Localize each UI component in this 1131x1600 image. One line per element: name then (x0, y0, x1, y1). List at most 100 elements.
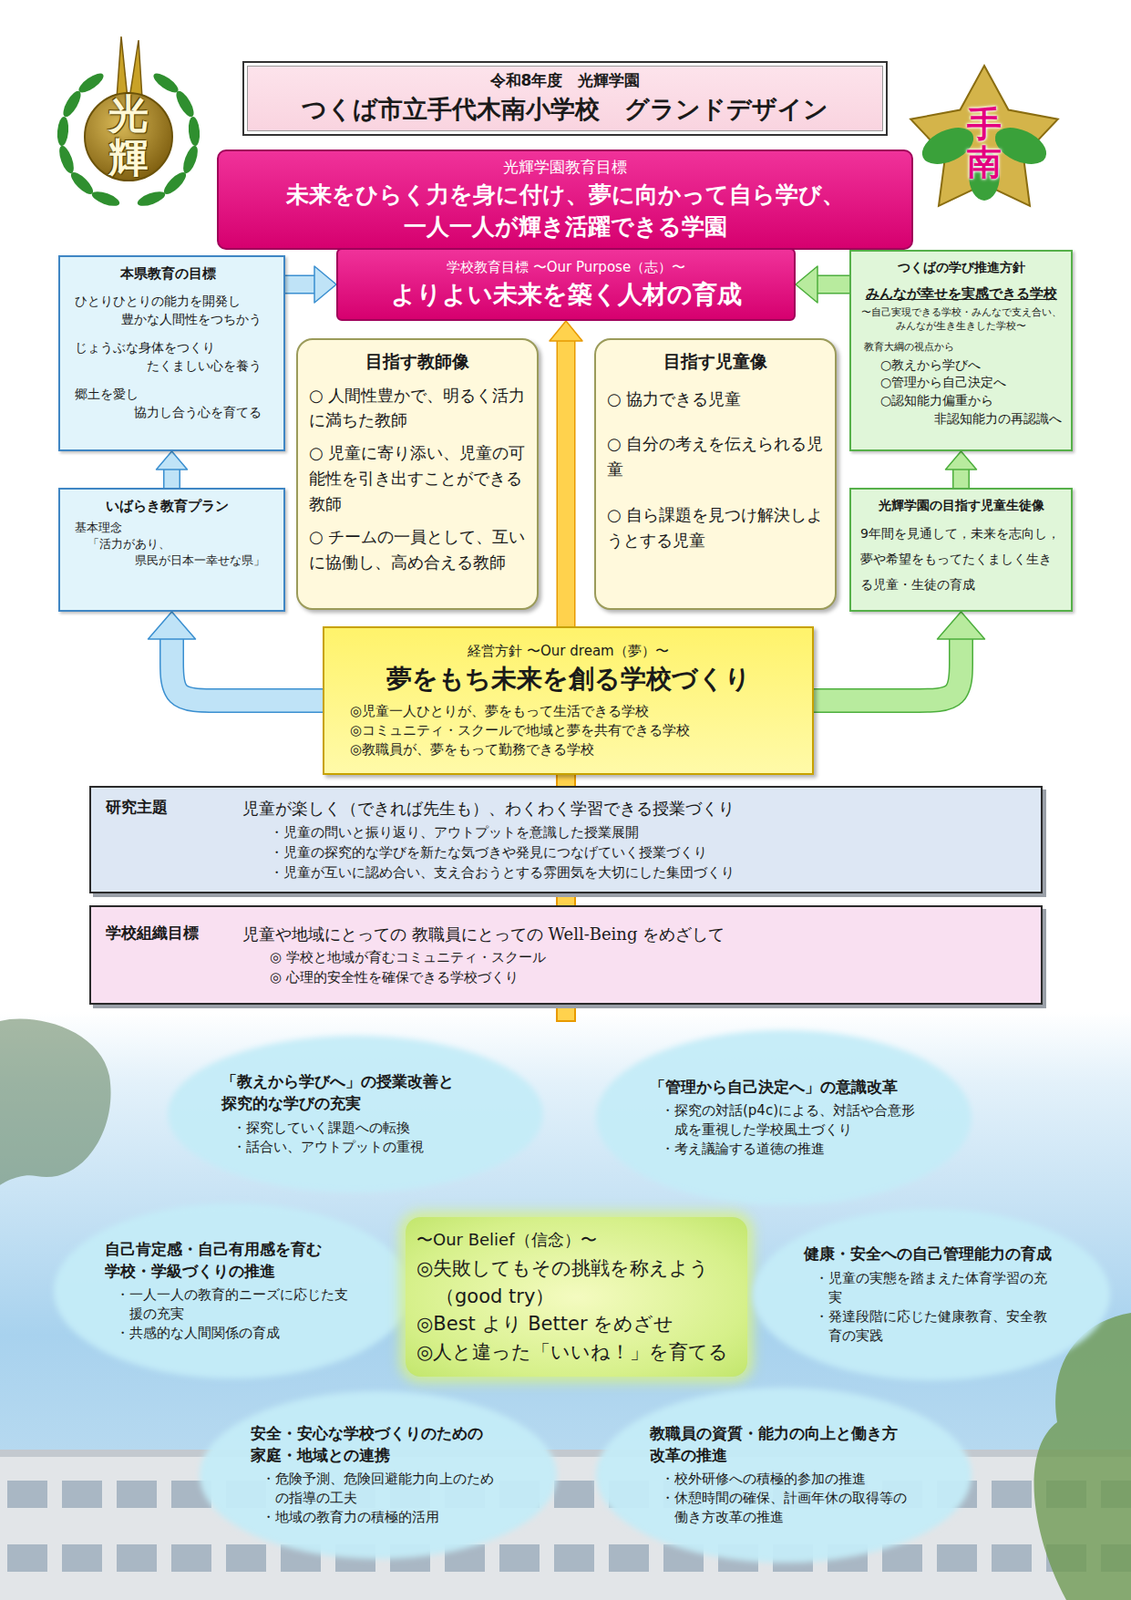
box-text: ◎人と違った「いいね！」を育てる (416, 1337, 737, 1366)
box-heading: つくばの学び推進方針 (860, 258, 1062, 278)
box-text: ひとりひとりの能力を開発し 豊かな人間性をつちかう (74, 292, 262, 329)
arrow-body (817, 276, 850, 293)
box-text: 児童や地域にとっての 教職員にとっての Well-Being をめざして (242, 922, 1027, 946)
policy-box: 本県教育の目標ひとりひとりの能力を開発し 豊かな人間性をつちかうじょうぶな身体を… (58, 255, 286, 452)
box-text: ◎児童一人ひとりが、夢をもって生活できる学校 (349, 701, 787, 721)
ellipse-fill (752, 1208, 1111, 1380)
box-heading: 令和8年度 光輝学園 (490, 70, 641, 93)
box-heading: 自己肯定感・自己有用感を育む 学校・学級づくりの推進 (104, 1238, 360, 1283)
arrow-outline (952, 469, 970, 488)
box-text: 未来をひらく力を身に付け、夢に向かって自ら学び、 一人一人が輝き活躍できる学園 (231, 178, 899, 243)
laurel-leaf (160, 168, 189, 197)
box-text: ・児童の問いと振り返り、アウトプットを意識した授業展開 (269, 822, 1027, 843)
laurel-leaf (187, 116, 202, 147)
arrow-body (285, 276, 315, 293)
box-text: ・発達段階に応じた健康教育、安全教育の実践 (814, 1306, 1060, 1346)
box-text: ・考え議論する道徳の推進 (660, 1139, 918, 1159)
box-text: ○管理から自己決定へ (880, 373, 1062, 392)
box-heading: 学校組織目標 (105, 922, 243, 947)
emblem-ray (116, 36, 128, 99)
arrow-outline (172, 638, 324, 701)
focus-ellipse: 自己肯定感・自己有用感を育む 学校・学級づくりの推進・一人一人の教育的ニーズに応… (50, 1199, 415, 1382)
box-text: ○ 自分の考えを伝えられる児童 (606, 431, 824, 483)
focus-ellipse: 「教えから学びへ」の授業改善と 探究的な学びの充実・探究していく課題への転換・話… (164, 1031, 547, 1196)
flow-arrow (813, 638, 962, 701)
flow-arrow (565, 340, 567, 627)
box-text: ・一人一人の教育的ニーズに応じた支援の充実 (115, 1285, 360, 1324)
management-box: 経営方針 〜Our dream（夢）〜夢をもち未来を創る学校づくり◎児童一人ひと… (322, 626, 814, 775)
ellipse-fill (596, 1029, 972, 1205)
box-text: ・児童の実態を踏まえた体育学習の充実 (814, 1268, 1060, 1307)
flow-arrow (172, 638, 324, 701)
emblem-text: 手南 (966, 104, 1002, 182)
box-text: ◎ 学校と地域が育むコミュニティ・スクール (269, 947, 1027, 967)
box-text: みんなが幸せを実感できる学校 (860, 284, 1062, 304)
box-text: ○ 自ら課題を見つけ解決しようとする児童 (606, 502, 824, 554)
box-text: ○教えから学びへ (880, 356, 1062, 375)
laurel-leaf (90, 188, 122, 209)
laurel-leaf (75, 70, 106, 96)
arrow-outline (556, 340, 576, 627)
laurel-leaf (180, 143, 201, 175)
box-text: 郷土を愛し 協力し合う心を育てる (74, 385, 262, 422)
laurel-leaf (56, 116, 71, 147)
arrow-outline (813, 638, 962, 701)
goal-banner: 光輝学園教育目標未来をひらく力を身に付け、夢に向かって自ら学び、 一人一人が輝き… (216, 149, 914, 250)
box-text: ○ 児童に寄り添い、児童の可能性を引き出すことができる教師 (308, 440, 526, 517)
policy-box: つくばの学び推進方針みんなが幸せを実感できる学校〜自己実現できる学校・みんなで支… (849, 249, 1073, 452)
laurel-leaf (150, 70, 181, 96)
plan-box: 光輝学園の目指す児童生徒像9年間を見通して，未来を志向し，夢や希望をもってたくま… (849, 487, 1073, 612)
arrow-outline (285, 275, 315, 295)
box-text: ・校外研修への積極的参加の推進 (660, 1469, 918, 1489)
flow-arrow (817, 284, 850, 286)
ellipse-fill (596, 1387, 972, 1563)
focus-ellipse: 健康・安全への自己管理能力の育成・児童の実態を踏まえた体育学習の充実・発達段階に… (749, 1204, 1114, 1384)
theme-band: 研究主題児童が楽しく（できれば先生も）、わくわく学習できる授業づくり・児童の問い… (89, 785, 1043, 894)
box-text: 「活力があり、 県民が日本一幸せな県」 (87, 535, 266, 569)
box-heading: 教職員の資質・能力の向上と働き方 改革の推進 (649, 1422, 918, 1467)
box-text: 教育大綱の視点から (863, 339, 1062, 354)
box-heading: 光輝学園の目指す児童生徒像 (860, 496, 1062, 515)
ideal-box: 目指す児童像○ 協力できる児童○ 自分の考えを伝えられる児童○ 自ら課題を見つけ… (594, 338, 837, 610)
arrow-outline (817, 275, 850, 295)
flow-arrow (960, 469, 962, 488)
box-text: ・話合い、アウトプットの重視 (232, 1137, 490, 1157)
arrow-body (164, 469, 180, 488)
box-text: ・危険予測、危険回避能力向上のための指導の工夫 (261, 1469, 506, 1508)
focus-ellipse: 「管理から自己決定へ」の意識改革・探究の対話(p4c)による、対話や合意形成を重… (592, 1026, 976, 1209)
arrow-body (954, 469, 969, 488)
ideal-box: 目指す教師像 ○ 人間性豊かで、明るく活力に満ちた教師 ○ 児童に寄り添い、児童の可… (296, 338, 539, 610)
ellipse-outline (749, 1204, 1114, 1384)
ellipse-fill (199, 1390, 557, 1559)
photo-sky (0, 1011, 1131, 1600)
laurel-leaf (67, 168, 96, 197)
ellipse-outline (164, 1031, 547, 1196)
belief-box: 〜Our Belief（信念）〜◎失敗してもその挑戦を称えよう （good tr… (405, 1216, 748, 1377)
box-text: ・休憩時間の確保、計画年休の取得等の働き方改革の推進 (660, 1488, 918, 1527)
box-heading: 研究主題 (105, 796, 243, 822)
box-text: ◎ 心理的安全性を確保できる学校づくり (269, 967, 1027, 988)
box-text: ・児童の探究的な学びを新たな気づきや発見につなげていく授業づくり (269, 843, 1027, 863)
box-text: ○ 人間性豊かで、明るく活力に満ちた教師 (308, 382, 526, 434)
box-heading: 目指す教師像 (308, 349, 526, 374)
box-heading: 「教えから学びへ」の授業改善と 探究的な学びの充実 (221, 1070, 490, 1115)
box-text: じょうぶな身体をつくり たくましい心を養う (74, 339, 262, 375)
box-text: 基本理念 (74, 519, 266, 536)
arrow-body (813, 638, 962, 701)
purpose-box: 学校教育目標 〜Our Purpose（志）〜よりよい未来を築く人材の育成 (336, 247, 796, 321)
plan-box: いばらき教育プラン基本理念「活力があり、 県民が日本一幸せな県」 (58, 487, 286, 612)
organization-band: 学校組織目標児童や地域にとっての 教職員にとっての Well-Being をめざ… (89, 904, 1043, 1005)
arrow-outline (163, 469, 181, 488)
arrow-body (557, 340, 575, 627)
box-text: ◎Best より Better をめざせ (416, 1309, 737, 1337)
laurel-leaf (60, 88, 84, 120)
box-text: ○認知能力偏重から 非認知能力の再認識へ (880, 391, 1062, 428)
box-text: ・探究の対話(p4c)による、対話や合意形成を重視した学校風土づくり (660, 1100, 918, 1140)
photo-tree (0, 1018, 112, 1186)
laurel-leaf (56, 143, 77, 175)
arrow-body (172, 638, 324, 701)
flow-arrow (171, 469, 173, 488)
laurel-leaf (135, 188, 167, 209)
flow-arrow (285, 284, 315, 286)
box-heading: 「管理から自己決定へ」の意識改革 (649, 1076, 918, 1099)
